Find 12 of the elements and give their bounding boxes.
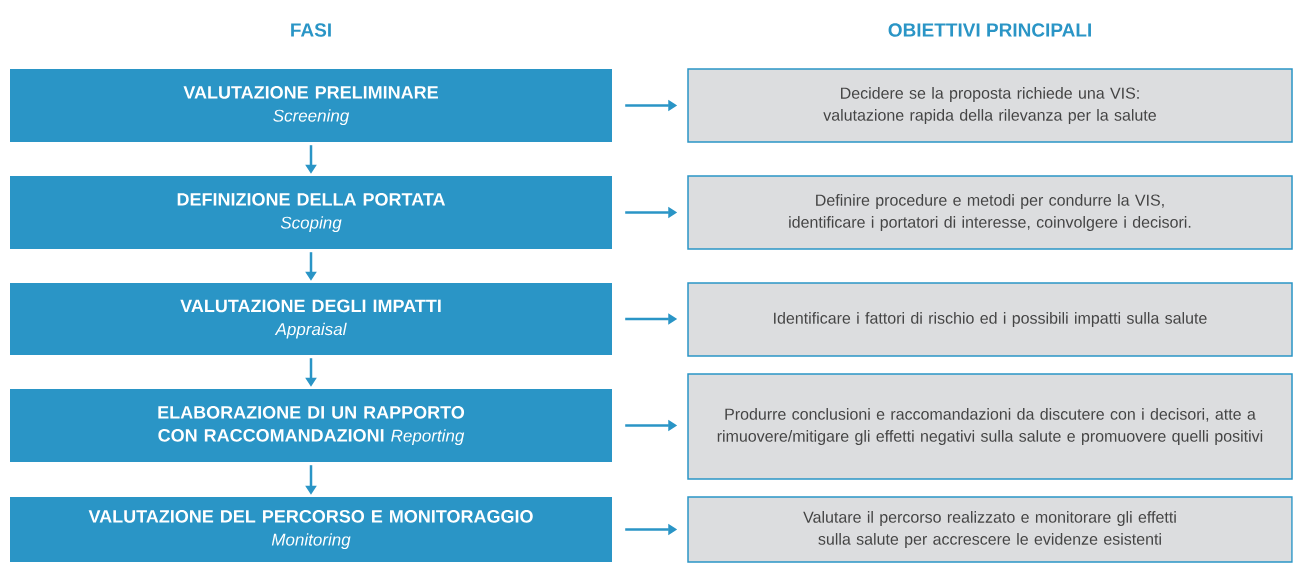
phase-box: VALUTAZIONE PRELIMINARE Screening <box>10 69 612 142</box>
objective-box: Decidere se la proposta richiede una VIS: valutazione rapida della rilevanza per la salute <box>687 68 1293 143</box>
column-heading: FASI <box>291 23 331 37</box>
objective-box: Valutare il percorso realizzato e monitorare gli effetti sulla salute per accrescere le evidenze esistenti <box>687 496 1293 563</box>
objective-box: Definire procedure e metodi per condurre la VIS, identificare i portatori di interesse, coinvolgere i decisori. <box>687 175 1293 250</box>
objective-box: Produrre conclusioni e raccomandazioni da discutere con i decisori, atte a rimuovere/mitigare gli effetti negativi sulla salute e promuovere quelli positivi <box>687 373 1293 480</box>
phase-box: DEFINIZIONE DELLA PORTATA Scoping <box>10 176 612 249</box>
phase-box: VALUTAZIONE DEGLI IMPATTI Appraisal <box>10 283 612 355</box>
phase-box: VALUTAZIONE DEL PERCORSO E MONITORAGGIO Monitoring <box>10 497 612 562</box>
phase-box: ELABORAZIONE DI UN RAPPORTO CON RACCOMANDAZIONI Reporting <box>10 389 612 462</box>
objective-box: Identificare i fattori di rischio ed i possibili impatti sulla salute <box>687 282 1293 357</box>
column-heading: OBIETTIVI PRINCIPALI <box>888 23 1091 37</box>
